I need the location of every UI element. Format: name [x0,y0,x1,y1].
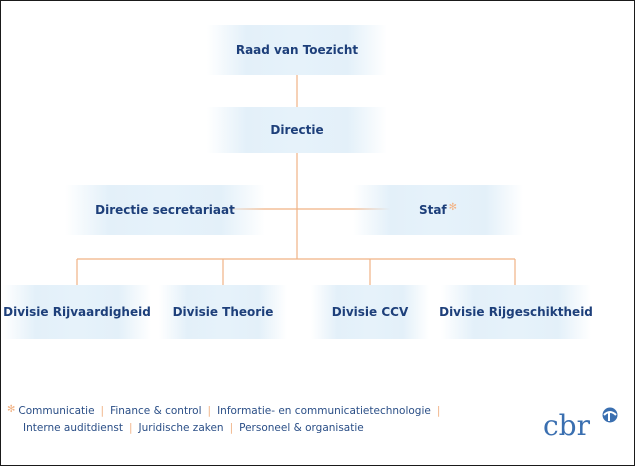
node-staf: Staf ✻ [353,185,523,235]
node-label: Directie [270,123,324,137]
staff-function: Finance & control [110,405,202,417]
cbr-logo: cbr [543,405,623,455]
staff-function: Interne auditdienst [23,422,123,434]
separator: | [436,405,441,417]
separator: | [207,405,212,417]
node-divisie-theorie: Divisie Theorie [159,285,287,339]
staff-function: Communicatie [18,405,95,417]
node-label: Raad van Toezicht [235,43,359,57]
node-label: Staf [418,203,447,217]
node-divisie-ccv: Divisie CCV [311,285,429,339]
star-icon: ✻ [448,201,458,213]
staff-functions-line-1: ✻Communicatie | Finance & control | Informat… [7,404,446,417]
node-directie: Directie [207,107,387,153]
node-divisie-rijvaardigheid: Divisie Rijvaardigheid [3,285,151,339]
node-raad-van-toezicht: Raad van Toezicht [207,25,387,75]
staff-functions-line-2: Interne auditdienst | Juridische zaken | Per… [23,422,364,434]
separator: | [129,422,133,434]
node-label: Divisie Theorie [172,305,274,319]
node-label: Divisie Rijgeschiktheid [439,305,593,319]
logo-text: cbr [543,409,590,442]
node-label: Directie secretariaat [95,203,235,217]
node-divisie-rijgeschiktheid: Divisie Rijgeschiktheid [439,285,593,339]
node-directie-secretariaat: Directie secretariaat [65,185,265,235]
staff-function: Personeel & organisatie [239,422,364,434]
separator: | [229,422,234,434]
logo-mark-icon [602,407,618,423]
node-label: Divisie CCV [331,305,409,319]
staff-function: Juridische zaken [138,422,224,434]
staff-function: Informatie- en communicatietechnologie [217,405,431,417]
star-icon: ✻ [7,404,16,415]
separator: | [100,405,105,417]
node-label: Divisie Rijvaardigheid [3,305,151,319]
